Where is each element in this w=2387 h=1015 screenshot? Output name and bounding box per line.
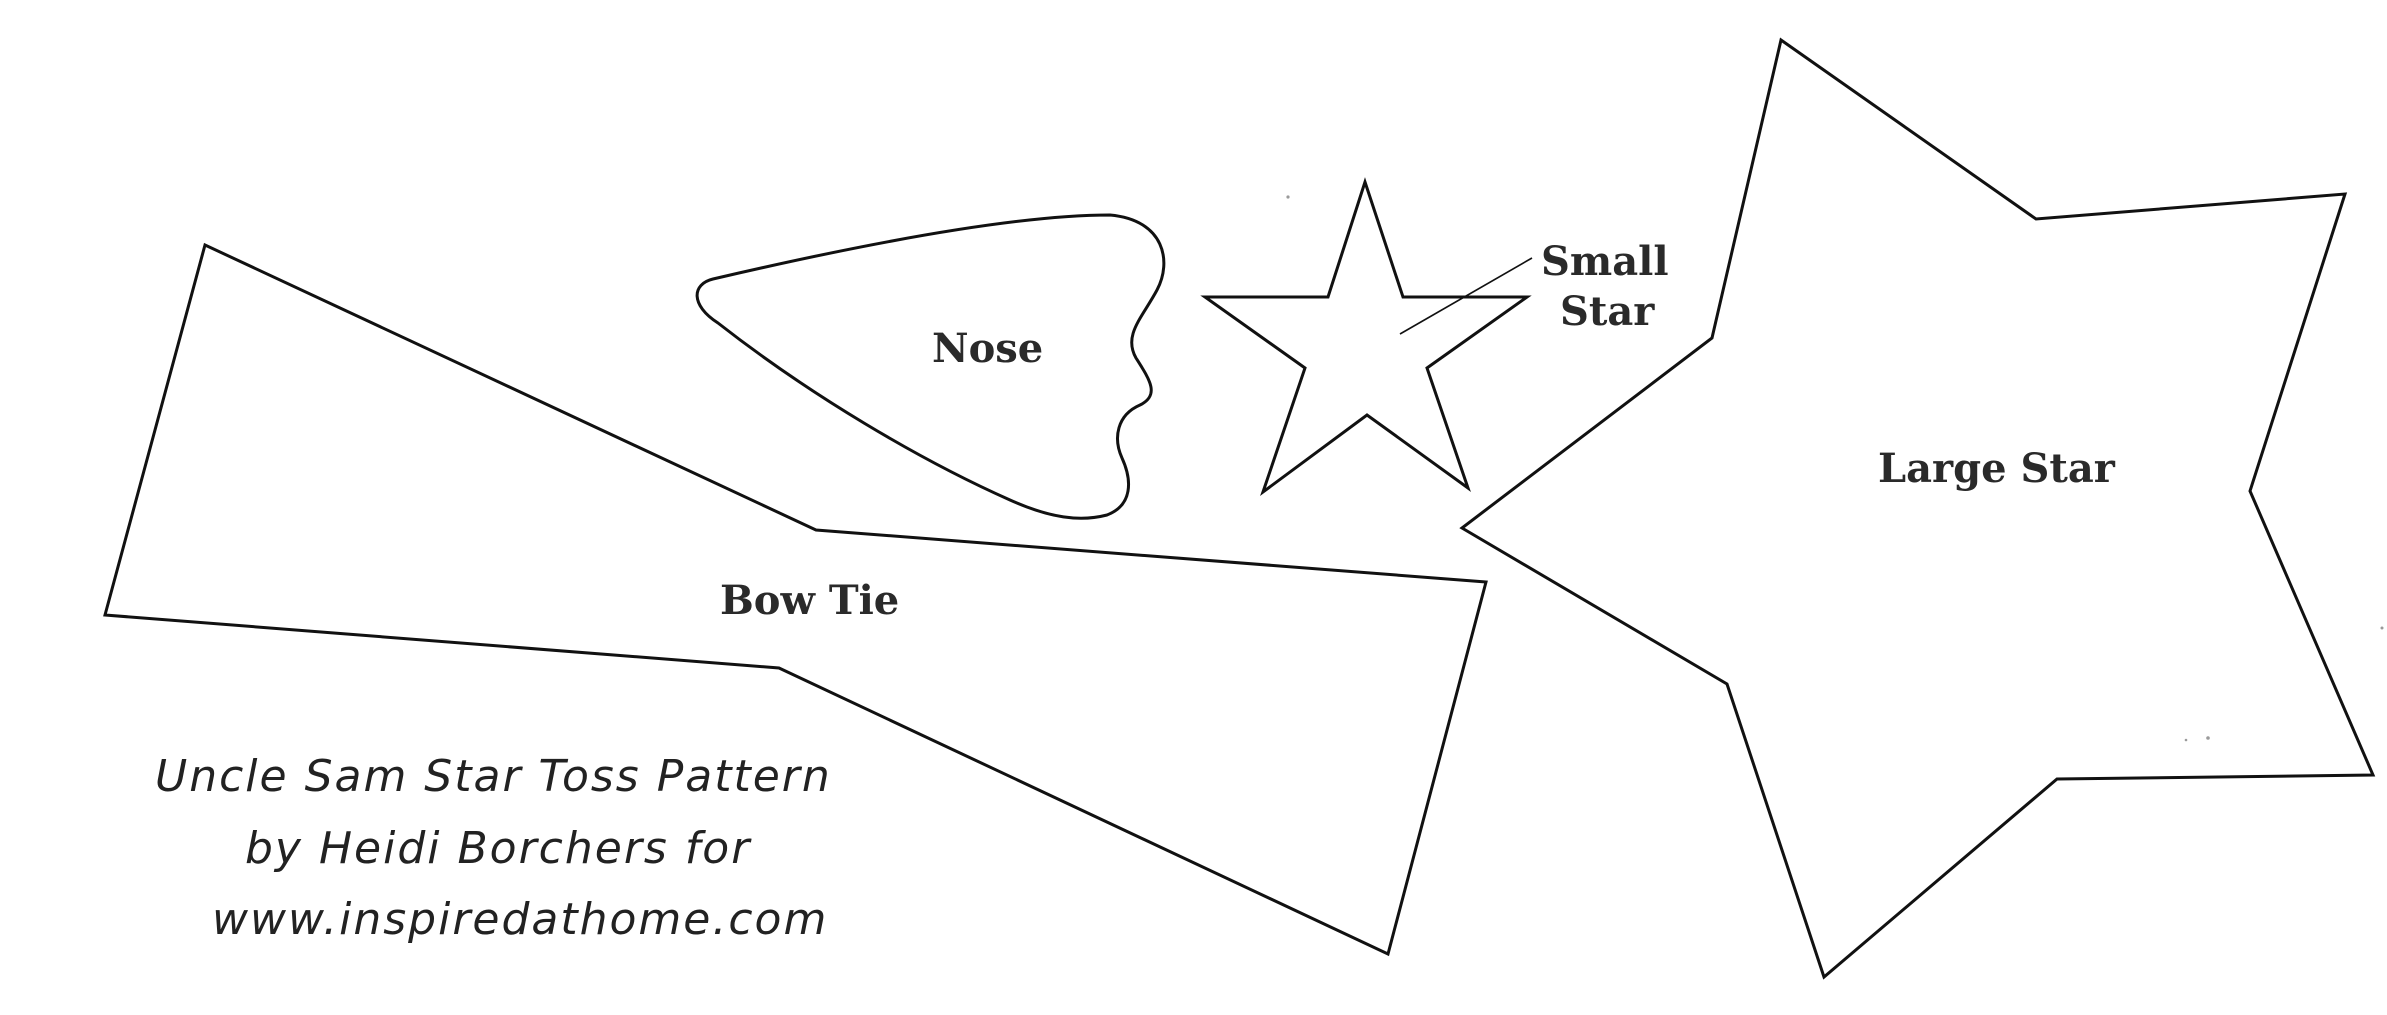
credit-url: www.inspiredathome.com bbox=[212, 894, 828, 945]
credit-title: Uncle Sam Star Toss Pattern bbox=[155, 751, 832, 802]
small-star-outline bbox=[1200, 177, 1532, 497]
bow-tie-label: Bow Tie bbox=[720, 577, 899, 624]
paper-speck bbox=[1286, 195, 1290, 199]
small-star-label-line2: Star bbox=[1560, 288, 1655, 335]
paper-speck bbox=[2206, 736, 2210, 740]
small-star-label-line1: Small bbox=[1541, 238, 1669, 285]
nose-outline bbox=[695, 213, 1166, 520]
credit-author: by Heidi Borchers for bbox=[245, 823, 752, 874]
nose-label: Nose bbox=[932, 325, 1043, 372]
large-star-outline bbox=[1459, 37, 2376, 980]
paper-speck bbox=[2184, 738, 2188, 742]
bow-tie-outline bbox=[103, 242, 1488, 957]
paper-speck bbox=[2380, 626, 2384, 630]
small-star-leader-line bbox=[1399, 257, 1533, 335]
large-star-label: Large Star bbox=[1878, 445, 2116, 492]
